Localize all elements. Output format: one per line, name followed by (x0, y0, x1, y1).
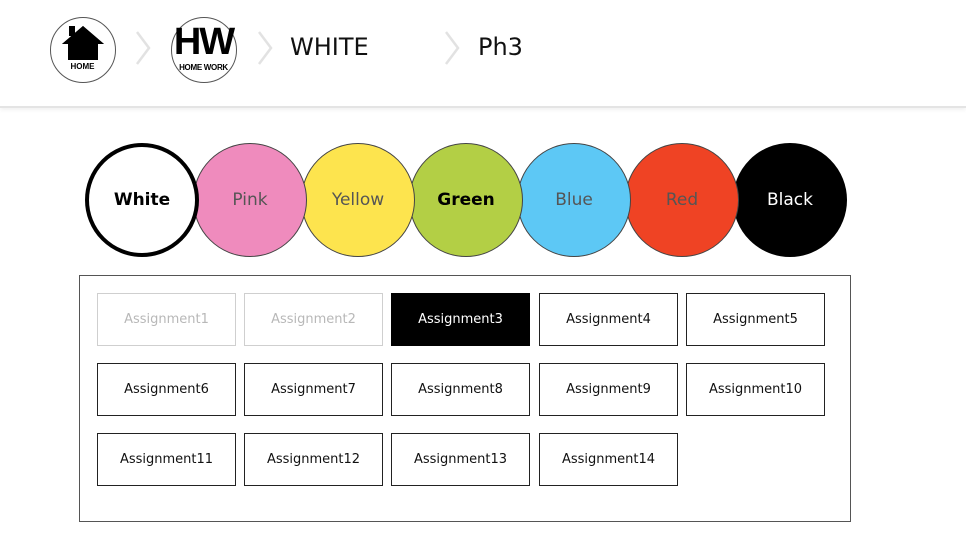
color-white[interactable]: White (85, 143, 199, 257)
home-icon (62, 26, 104, 60)
home-label: HOME (70, 62, 95, 71)
assignment-button-3[interactable]: Assignment3 (391, 293, 530, 346)
assignment-button-8[interactable]: Assignment8 (391, 363, 530, 416)
breadcrumb-color[interactable]: WHITE (290, 33, 369, 61)
color-green[interactable]: Green (409, 143, 523, 257)
color-label: Blue (555, 190, 593, 210)
homework-logo-text: HW (173, 21, 235, 63)
homework-label: HOME WORK (179, 63, 228, 72)
assignment-button-2[interactable]: Assignment2 (244, 293, 383, 346)
chevron-right-icon (136, 31, 151, 65)
assignment-button-10[interactable]: Assignment10 (686, 363, 825, 416)
color-label: Yellow (331, 190, 385, 210)
chevron-right-icon (445, 31, 460, 65)
assignment-button-13[interactable]: Assignment13 (391, 433, 530, 486)
breadcrumb: HOME HW HOME WORK WHITE Ph3 (0, 0, 966, 108)
color-black[interactable]: Black (733, 143, 847, 257)
assignment-button-12[interactable]: Assignment12 (244, 433, 383, 486)
home-button[interactable]: HOME (50, 17, 116, 83)
assignment-button-1[interactable]: Assignment1 (97, 293, 236, 346)
color-pink[interactable]: Pink (193, 143, 307, 257)
chevron-right-icon (258, 31, 273, 65)
color-red[interactable]: Red (625, 143, 739, 257)
assignment-button-6[interactable]: Assignment6 (97, 363, 236, 416)
assignment-panel: Assignment1 Assignment2 Assignment3 Assi… (79, 275, 851, 522)
color-label: Green (437, 190, 495, 210)
color-yellow[interactable]: Yellow (301, 143, 415, 257)
assignment-button-14[interactable]: Assignment14 (539, 433, 678, 486)
color-label: Red (665, 190, 699, 210)
color-blue[interactable]: Blue (517, 143, 631, 257)
assignment-button-11[interactable]: Assignment11 (97, 433, 236, 486)
assignment-button-4[interactable]: Assignment4 (539, 293, 678, 346)
assignment-button-7[interactable]: Assignment7 (244, 363, 383, 416)
assignment-button-9[interactable]: Assignment9 (539, 363, 678, 416)
breadcrumb-phase: Ph3 (478, 33, 523, 61)
homework-button[interactable]: HW HOME WORK (171, 17, 237, 83)
assignment-button-5[interactable]: Assignment5 (686, 293, 825, 346)
color-label: Black (767, 190, 813, 210)
color-label: Pink (232, 190, 268, 210)
color-label: White (113, 190, 171, 210)
